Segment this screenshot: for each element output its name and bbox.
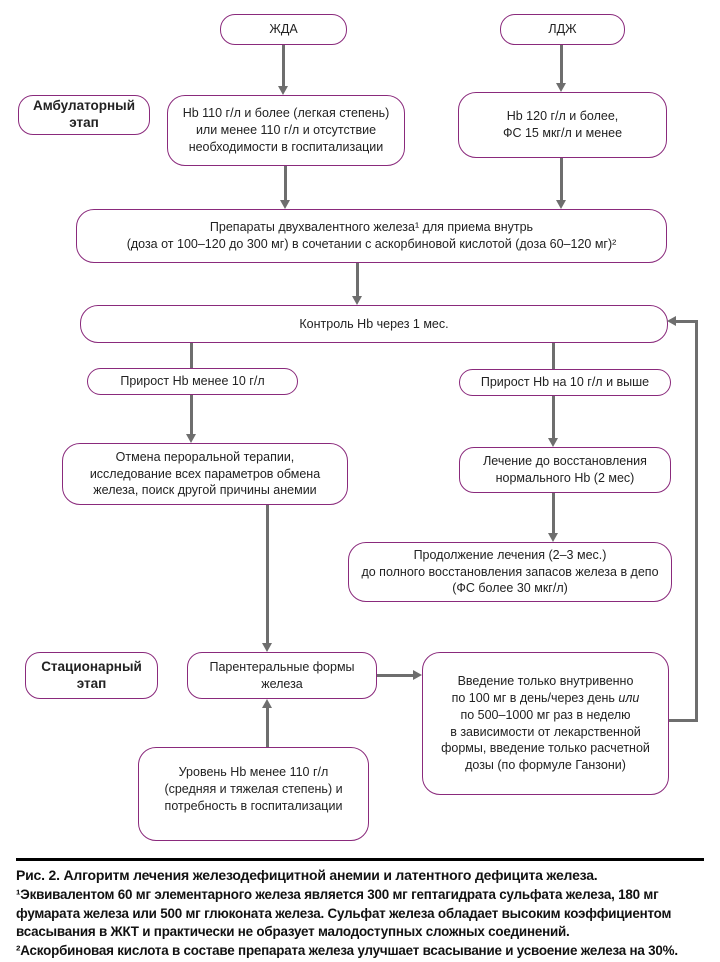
caption-footnote-2: ²Аскорбиновая кислота в составе препарат… [16, 943, 678, 959]
node-text: Препараты двухвалентного железа¹ для при… [126, 220, 617, 251]
node-hb120-criteria: Hb 120 г/л и более,ФС 15 мкг/л и менее [458, 92, 667, 158]
node-oral-iron-therapy: Препараты двухвалентного железа¹ для при… [76, 209, 667, 263]
connector-gain-low-to-cancel [190, 395, 193, 434]
connector-feedback-top [676, 320, 698, 323]
node-gain-low: Прирост Hb менее 10 г/л [87, 368, 298, 395]
connector-parenteral-to-iv [377, 674, 413, 677]
caption-divider [16, 858, 704, 861]
node-hb110-criteria: Hb 110 г/л и более (легкая степень)или м… [167, 95, 405, 166]
connector-hb110-to-oral [284, 166, 287, 200]
connector-zda-to-hb110 [282, 45, 285, 86]
connector-hblow-to-parenteral [266, 708, 269, 747]
arrowhead-oral-to-control [352, 296, 362, 305]
node-cancel-oral-therapy: Отмена пероральной терапии,исследование … [62, 443, 348, 505]
node-text: ЛДЖ [548, 22, 577, 37]
node-hb-low-severe: Уровень Hb менее 110 г/л(средняя и тяжел… [138, 747, 369, 841]
caption-footnote-1: ¹Эквивалентом 60 мг элементарного железа… [16, 886, 672, 940]
figure-caption: Рис. 2. Алгоритм лечения железодефицитно… [16, 866, 712, 961]
arrowhead-ldzh-to-hb120 [556, 83, 566, 92]
arrowhead-parenteral-to-iv [413, 670, 422, 680]
connector-control-to-gain-high [552, 343, 555, 369]
arrowhead-hb120-to-oral [556, 200, 566, 209]
arrowhead-gain-high-to-treat [548, 438, 558, 447]
arrowhead-treat-to-continue [548, 533, 558, 542]
arrowhead-gain-low-to-cancel [186, 434, 196, 443]
connector-gain-high-to-treat [552, 396, 555, 438]
connector-hb120-to-oral [560, 158, 563, 200]
node-continue-treatment: Продолжение лечения (2–3 мес.)до полного… [348, 542, 672, 602]
node-text: Прирост Hb менее 10 г/л [120, 374, 265, 389]
node-text: Уровень Hb менее 110 г/л(средняя и тяжел… [164, 765, 343, 813]
connector-feedback-bottom [669, 719, 698, 722]
node-text: Прирост Hb на 10 г/л и выше [480, 375, 650, 390]
arrowhead-hb110-to-oral [280, 200, 290, 209]
node-text: Продолжение лечения (2–3 мес.)до полного… [361, 547, 659, 596]
caption-title: Рис. 2. Алгоритм лечения железодефицитно… [16, 867, 598, 883]
connector-cancel-to-parenteral [266, 505, 269, 643]
node-text: Hb 110 г/л и более (легкая степень)или м… [182, 106, 390, 154]
node-ldzh: ЛДЖ [500, 14, 625, 45]
node-text: Контроль Hb через 1 мес. [299, 316, 449, 331]
connector-control-to-gain-low [190, 343, 193, 368]
connector-treat-to-continue [552, 493, 555, 533]
arrowhead-cancel-to-parenteral [262, 643, 272, 652]
node-gain-high: Прирост Hb на 10 г/л и выше [459, 369, 671, 396]
node-text: Отмена пероральной терапии,исследование … [89, 449, 321, 498]
node-hb-control: Контроль Hb через 1 мес. [80, 305, 668, 343]
node-zda: ЖДА [220, 14, 347, 45]
connector-oral-to-control [356, 263, 359, 296]
arrowhead-feedback-to-control [667, 316, 676, 326]
connector-ldzh-to-hb120 [560, 45, 563, 83]
node-text: Hb 120 г/л и более,ФС 15 мкг/л и менее [502, 109, 623, 140]
arrowhead-hblow-to-parenteral [262, 699, 272, 708]
connector-feedback-vertical [695, 320, 698, 722]
node-text: ЖДА [269, 22, 298, 37]
arrowhead-zda-to-hb110 [278, 86, 288, 95]
